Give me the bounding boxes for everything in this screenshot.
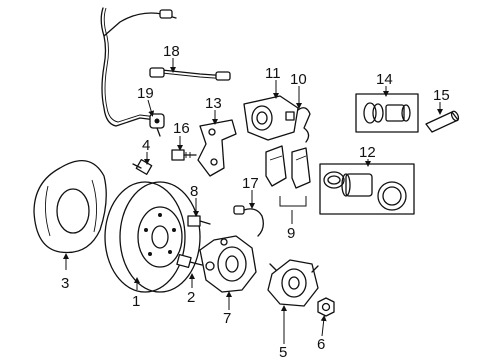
callout-16: 16	[173, 120, 190, 137]
stud-bolt-part[interactable]	[187, 215, 211, 227]
hub-bolt-part[interactable]	[176, 253, 203, 269]
callout-11: 11	[265, 65, 281, 82]
callout-1: 1	[132, 293, 140, 310]
wheel-hub-part[interactable]	[267, 259, 319, 307]
callout-17: 17	[242, 175, 259, 192]
callout-7: 7	[223, 310, 231, 327]
callout-15: 15	[433, 87, 450, 104]
callout-18: 18	[163, 43, 180, 60]
callout-10: 10	[290, 71, 307, 88]
callout-9: 9	[287, 225, 295, 242]
callout-8: 8	[190, 183, 198, 200]
guide-pin-part[interactable]	[425, 110, 460, 133]
anti-rattle-clip-part[interactable]	[297, 107, 311, 143]
callout-5: 5	[279, 344, 287, 360]
callout-labels: 1 2 3 4 5 6 7 8 9 10 11 12 13 14 15 16 1…	[61, 43, 450, 360]
caliper-repair-kit-part[interactable]	[319, 163, 415, 215]
sensor-wire-part[interactable]	[233, 205, 264, 237]
leader-lines	[63, 58, 443, 344]
callout-4: 4	[142, 137, 150, 154]
callout-3: 3	[61, 275, 69, 292]
callout-14: 14	[376, 71, 393, 88]
callout-13: 13	[205, 95, 222, 112]
brake-line-part[interactable]	[100, 7, 231, 127]
callout-2: 2	[187, 289, 195, 306]
axle-nut-part[interactable]	[317, 297, 335, 317]
callout-19: 19	[137, 85, 154, 102]
bracket-bolt-part[interactable]	[171, 149, 197, 161]
callout-6: 6	[317, 336, 325, 353]
seal-kit-part[interactable]	[355, 93, 419, 133]
caliper-bracket-part[interactable]	[197, 119, 237, 177]
brake-pads-part[interactable]	[265, 145, 311, 189]
bolt-part[interactable]	[132, 159, 153, 175]
callout-12: 12	[359, 144, 376, 161]
caliper-part[interactable]	[243, 95, 299, 141]
brake-rotor-part[interactable]	[104, 181, 201, 293]
knuckle-part[interactable]	[199, 235, 257, 293]
dust-shield-part[interactable]	[33, 160, 107, 254]
wear-sensor-part[interactable]	[149, 113, 165, 137]
